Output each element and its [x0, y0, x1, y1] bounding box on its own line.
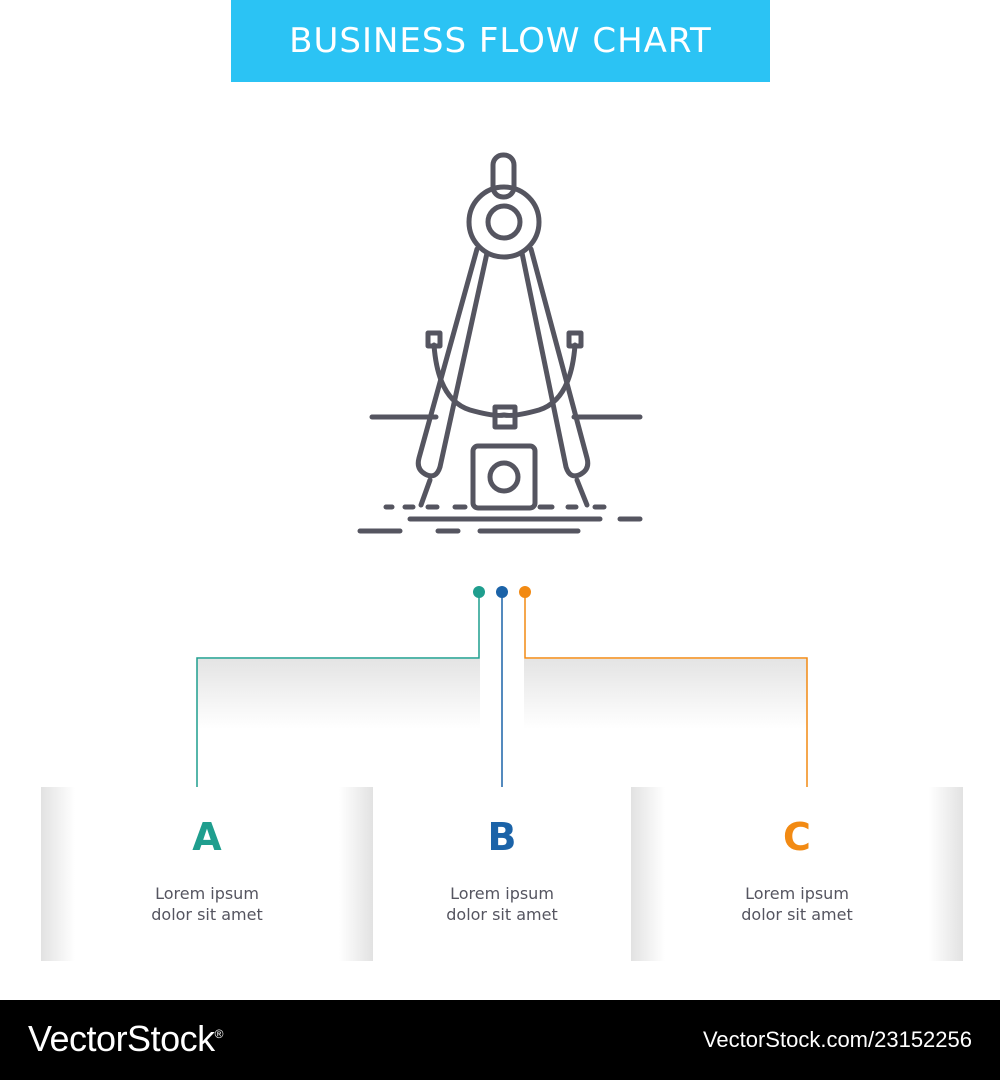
connector-dot-c — [519, 586, 531, 598]
brand-logo: VectorStock® — [28, 1018, 223, 1060]
connector-dot-a — [473, 586, 485, 598]
connector-a — [196, 592, 480, 797]
node-text-line: Lorem ipsum — [745, 884, 849, 903]
node-text-line: dolor sit amet — [446, 905, 558, 924]
node-card-c: C Lorem ipsum dolor sit amet — [631, 787, 963, 961]
page-title: BUSINESS FLOW CHART — [289, 21, 712, 61]
node-text-line: dolor sit amet — [151, 905, 263, 924]
node-text-line: dolor sit amet — [741, 905, 853, 924]
connector-c — [524, 592, 808, 797]
branch-shade-left — [197, 659, 480, 729]
watermark-footer: VectorStock® VectorStock.com/23152256 — [0, 1000, 1000, 1080]
node-text-line: Lorem ipsum — [155, 884, 259, 903]
node-letter: C — [783, 815, 811, 859]
connector-dot-b — [496, 586, 508, 598]
node-description: Lorem ipsum dolor sit amet — [41, 883, 373, 925]
node-card-a: A Lorem ipsum dolor sit amet — [41, 787, 373, 961]
node-description: Lorem ipsum dolor sit amet — [373, 883, 631, 925]
trademark-symbol: ® — [214, 1027, 224, 1041]
title-banner: BUSINESS FLOW CHART — [231, 0, 770, 82]
image-url: VectorStock.com/23152256 — [702, 1027, 972, 1052]
node-letter: A — [192, 815, 222, 859]
compass-icon — [357, 152, 643, 534]
node-letter: B — [487, 815, 517, 859]
node-description: Lorem ipsum dolor sit amet — [631, 883, 963, 925]
node-text-line: Lorem ipsum — [450, 884, 554, 903]
node-card-b: B Lorem ipsum dolor sit amet — [373, 787, 631, 961]
branch-shade-right — [524, 659, 807, 729]
brand-name: VectorStock — [28, 1018, 215, 1059]
